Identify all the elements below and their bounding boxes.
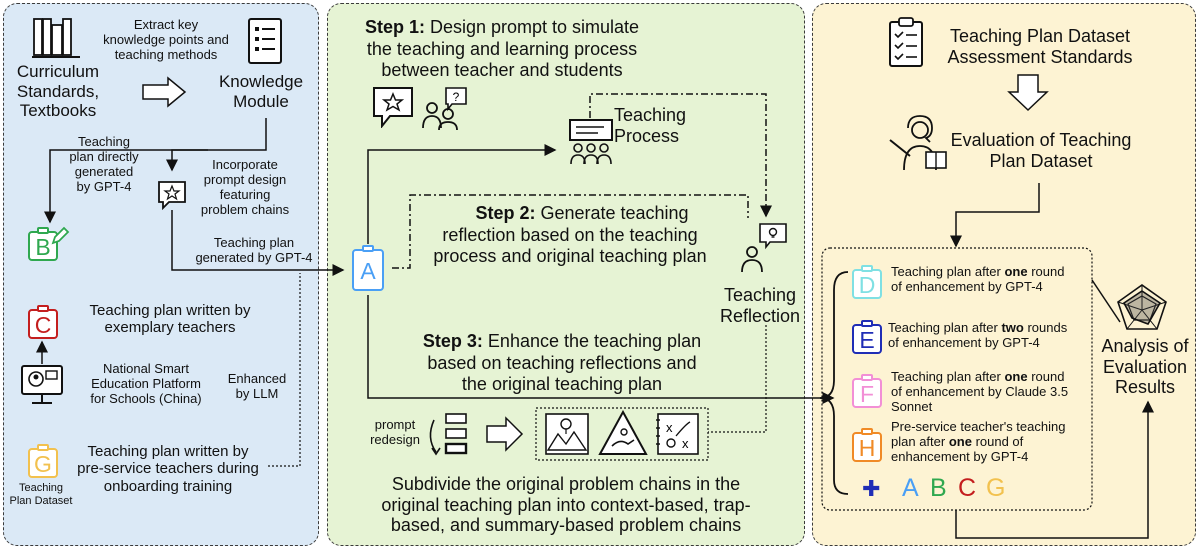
preservice-label: Teaching plan written by pre-service tea… xyxy=(77,443,259,495)
step1-text: the teaching and learning process betwee… xyxy=(366,39,638,80)
exemplary-label: Teaching plan written by exemplary teach… xyxy=(89,302,251,337)
assessment-clipboard-icon xyxy=(889,17,923,67)
generated-line xyxy=(171,210,345,276)
step3-heading: Step 3: Enhance the teaching plan xyxy=(422,331,702,351)
hollow-arrow-evaluation xyxy=(1007,74,1049,112)
plan-f-icon: F xyxy=(852,374,882,408)
summary-strategy-icon: x x xyxy=(656,413,699,455)
plan-b-icon: B xyxy=(28,227,58,261)
box-to-analysis-line xyxy=(1091,279,1121,323)
letter-a: A xyxy=(902,474,919,502)
platform-label: National Smart Education Platform for Sc… xyxy=(90,361,202,406)
prompt-redesign-label: prompt redesign xyxy=(370,417,420,447)
incorporate-line xyxy=(166,149,208,172)
letter-c: C xyxy=(958,474,977,502)
teaching-process-label: Teaching Process xyxy=(614,105,687,146)
teacher-icon xyxy=(889,115,947,171)
plan-h-label: Pre-service teacher's teaching plan afte… xyxy=(891,419,1066,464)
radar-chart-icon xyxy=(1117,284,1167,330)
gpt4-direct-label: Teaching plan directly generated by GPT-… xyxy=(69,134,139,194)
evaluation-label: Evaluation of Teaching Plan Dataset xyxy=(950,130,1132,171)
question-people-icon: ? xyxy=(422,87,467,130)
reflection-to-subdivide-line xyxy=(708,325,767,433)
evaluation-to-plans-line xyxy=(950,183,1040,248)
a-to-reflection-line xyxy=(392,194,749,269)
star-bubble-icon xyxy=(373,87,413,128)
teaching-process-icon xyxy=(569,119,613,165)
standards-label: Teaching Plan Dataset Assessment Standar… xyxy=(947,26,1133,67)
plan-d-label: Teaching plan after one round of enhance… xyxy=(891,264,1065,294)
process-to-reflection-line xyxy=(589,93,772,218)
teaching-reflection-label: Teaching Reflection xyxy=(719,285,801,326)
step3-text: based on teaching reflections and the or… xyxy=(427,353,697,394)
plus-icon: ✚ xyxy=(862,476,881,501)
books-icon xyxy=(32,18,80,58)
a-to-results-line xyxy=(367,295,835,404)
knowledge-line xyxy=(44,118,267,224)
dataset-label: Teaching Plan Dataset xyxy=(9,482,73,507)
subdivide-text: Subdivide the original problem chains in… xyxy=(381,474,751,536)
plan-a-icon: A xyxy=(352,245,384,291)
svg-text:?: ? xyxy=(453,90,460,104)
plan-h-icon: H xyxy=(852,428,882,462)
pencil-icon xyxy=(51,226,70,245)
plan-e-label: Teaching plan after two rounds of enhanc… xyxy=(888,320,1068,350)
plan-g-icon: G xyxy=(28,444,58,478)
svg-text:x: x xyxy=(666,420,673,435)
analysis-label: Analysis of Evaluation Results xyxy=(1101,336,1189,398)
incorporate-label: Incorporate prompt design featuring prob… xyxy=(200,157,290,217)
plans-box xyxy=(821,247,1093,511)
hollow-arrow-knowledge xyxy=(142,76,187,108)
plans-to-analysis-line xyxy=(955,400,1154,539)
plan-d-icon: D xyxy=(852,265,882,299)
step1-heading: Step 1: Design prompt to simulate xyxy=(364,17,640,37)
problem-chain-box xyxy=(535,407,709,461)
knowledge-module-label: Knowledge Module xyxy=(218,72,304,111)
plan-f-label: Teaching plan after one round of enhance… xyxy=(891,369,1069,414)
a-to-process-line xyxy=(367,144,557,244)
svg-text:x: x xyxy=(682,436,689,451)
step2-heading: Step 2: Generate teaching xyxy=(475,203,689,223)
extract-label: Extract key knowledge points and teachin… xyxy=(103,17,229,62)
generated-label: Teaching plan generated by GPT-4 xyxy=(195,235,313,265)
plan-e-icon: E xyxy=(852,320,882,354)
hollow-arrow-redesign xyxy=(486,416,524,452)
prompt-star-icon xyxy=(158,181,186,210)
enhanced-llm-line xyxy=(268,273,301,467)
redesign-stack-icon xyxy=(429,413,468,456)
letter-b: B xyxy=(930,474,947,502)
step2-text: reflection based on the teaching process… xyxy=(433,225,707,266)
checklist-icon xyxy=(248,18,282,64)
letter-g: G xyxy=(986,474,1006,502)
education-platform-icon xyxy=(21,365,63,404)
trap-warning-icon xyxy=(598,410,648,455)
context-scene-icon xyxy=(545,413,589,455)
reflection-icon xyxy=(741,223,787,273)
curriculum-label: Curriculum Standards, Textbooks xyxy=(16,62,100,121)
plan-c-icon: C xyxy=(28,305,58,339)
enhanced-llm-label: Enhanced by LLM xyxy=(227,371,287,401)
plans-brace xyxy=(819,271,849,495)
